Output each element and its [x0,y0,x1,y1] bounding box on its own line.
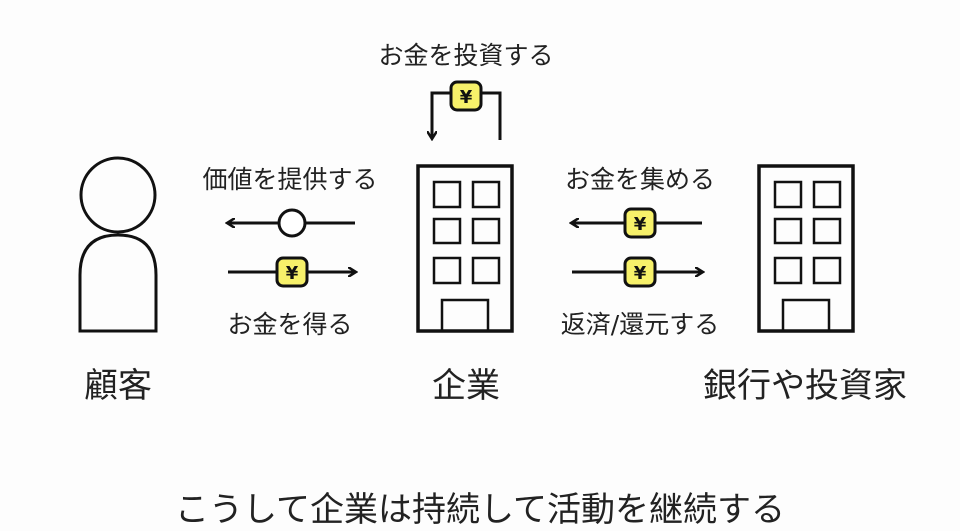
raise-money-label: お金を集める [564,165,716,194]
yen-symbol: ¥ [286,263,299,284]
company-label: 企業 [432,366,500,406]
provide-value-label: 価値を提供する [202,165,378,194]
investors-label: 銀行や投資家 [703,366,907,406]
yen-symbol: ¥ [634,263,647,284]
customer-label: 顧客 [84,366,152,406]
yen-symbol: ¥ [634,214,647,235]
company-building-icon [416,164,514,333]
caption-text: こうして企業は持続して活動を継続する [175,490,785,530]
repay-label: 返済/還元する [560,310,720,339]
invest-label: お金を投資する [378,41,554,70]
yen-coin-icon: ¥ [623,207,657,239]
yen-symbol: ¥ [460,87,473,108]
investor-building-icon [757,164,855,333]
yen-coin-icon: ¥ [275,256,309,288]
yen-coin-icon: ¥ [623,256,657,288]
customer-person-icon [78,156,158,333]
get-money-label: お金を得る [227,310,353,339]
diagram-canvas: ¥ ¥ ¥ ¥ [78,80,855,333]
yen-coin-icon: ¥ [449,80,483,112]
value-circle-icon [277,208,307,238]
